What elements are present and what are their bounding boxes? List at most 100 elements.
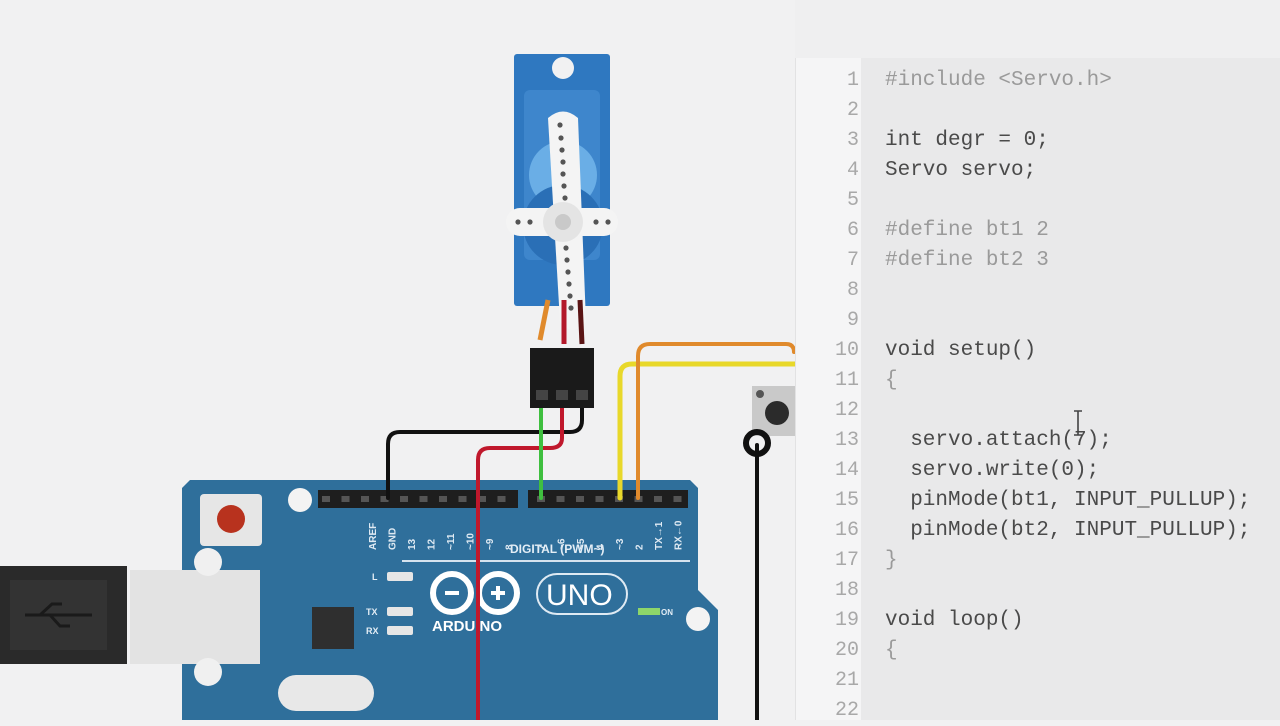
code-line[interactable]: 11{	[795, 366, 1280, 396]
code-text: servo.attach(7);	[885, 429, 1112, 452]
code-line[interactable]: 20{	[795, 636, 1280, 666]
crystal	[278, 675, 374, 711]
code-text: void loop()	[885, 609, 1024, 632]
line-number: 16	[834, 519, 859, 542]
code-text: }	[885, 549, 898, 572]
code-line[interactable]: 15 pinMode(bt1, INPUT_PULLUP);	[795, 486, 1280, 516]
line-number: 9	[846, 309, 859, 332]
code-text: #define bt2 3	[885, 249, 1049, 272]
pin-label: ~9	[485, 538, 496, 550]
line-number: 13	[834, 429, 859, 452]
line-number: 21	[834, 669, 859, 692]
header-pin[interactable]	[673, 496, 682, 502]
reset-button[interactable]	[200, 494, 262, 546]
pin-header-right[interactable]	[528, 490, 688, 508]
wire-power[interactable]	[476, 402, 564, 720]
line-number: 8	[846, 279, 859, 302]
horn-hole	[557, 122, 563, 128]
header-pin[interactable]	[341, 496, 350, 502]
usb-cable[interactable]	[0, 548, 260, 686]
code-line[interactable]: 8	[795, 276, 1280, 306]
header-pin[interactable]	[654, 496, 662, 502]
code-line[interactable]: 2	[795, 96, 1280, 126]
code-line[interactable]: 13 servo.attach(7);	[795, 426, 1280, 456]
header-pin[interactable]	[322, 496, 330, 502]
horn-hole	[593, 219, 599, 225]
header-pin[interactable]	[361, 496, 369, 502]
header-pin[interactable]	[380, 496, 389, 502]
mounting-hole	[288, 488, 312, 512]
pin-header-left[interactable]	[318, 490, 518, 508]
wire-button-yellow[interactable]	[617, 361, 795, 501]
header-pin[interactable]	[419, 496, 428, 502]
horn-hole	[563, 245, 569, 251]
code-line[interactable]: 7 #define bt2 3	[795, 246, 1280, 276]
header-pin[interactable]	[458, 496, 467, 502]
header-pin[interactable]	[595, 496, 604, 502]
horn-hole	[566, 281, 572, 287]
header-pin[interactable]	[478, 496, 486, 502]
micro-servo[interactable]	[506, 54, 618, 408]
digital-header-label: DIGITAL (PWM~)	[510, 542, 605, 556]
line-number: 12	[834, 399, 859, 422]
led-label-l: L	[372, 572, 378, 582]
pin-label: ~5	[576, 538, 587, 550]
code-line[interactable]: 19 void loop()	[795, 606, 1280, 636]
code-text: {	[885, 369, 898, 392]
code-line[interactable]: 12	[795, 396, 1280, 426]
code-line[interactable]: 9	[795, 306, 1280, 336]
pushbutton[interactable]	[743, 386, 795, 457]
code-area[interactable]	[861, 58, 1280, 720]
horn-hole	[562, 195, 568, 201]
pin-label: 4	[596, 544, 607, 550]
wire-button-orange[interactable]	[636, 342, 795, 500]
code-line[interactable]: 16 pinMode(bt2, INPUT_PULLUP);	[795, 516, 1280, 546]
header-pin[interactable]	[556, 496, 565, 502]
header-pin[interactable]	[439, 496, 447, 502]
code-text: void setup()	[885, 339, 1037, 362]
line-number: 7	[846, 249, 859, 272]
editor-toolbar	[795, 0, 1280, 58]
code-line[interactable]: 17}	[795, 546, 1280, 576]
line-number: 1	[846, 69, 859, 92]
pin-label: AREF	[368, 523, 379, 550]
code-line[interactable]: 6#define bt1 2	[795, 216, 1280, 246]
line-number: 19	[834, 609, 859, 632]
code-text: #define bt1 2	[885, 219, 1049, 242]
code-text: Servo servo;	[885, 159, 1037, 182]
line-number: 2	[846, 99, 859, 122]
pin-label: ~6	[557, 538, 568, 550]
horn-hole	[567, 293, 573, 299]
code-line[interactable]: 18	[795, 576, 1280, 606]
wire-ground[interactable]	[386, 402, 584, 500]
arduino-logo: ARDUINO	[430, 571, 520, 635]
led-label-tx: TX	[366, 607, 378, 617]
code-line[interactable]: 1#include <Servo.h>	[795, 66, 1280, 96]
servo-horn[interactable]	[506, 111, 618, 331]
status-leds: L TX RX	[366, 572, 413, 636]
mounting-hole	[686, 607, 710, 631]
line-number-gutter	[795, 58, 862, 720]
code-text: {	[885, 639, 898, 662]
pin-label: ~3	[615, 538, 626, 550]
pin-label: 13	[407, 538, 418, 550]
header-pin[interactable]	[576, 496, 584, 502]
code-line[interactable]: 22	[795, 696, 1280, 726]
header-pin[interactable]	[497, 496, 506, 502]
code-line[interactable]: 14 servo.write(0);	[795, 456, 1280, 486]
code-line[interactable]: 5	[795, 186, 1280, 216]
line-number: 18	[834, 579, 859, 602]
code-line[interactable]: 21	[795, 666, 1280, 696]
pin-label: 8	[505, 544, 516, 550]
horn-hole	[559, 147, 565, 153]
horn-hole	[568, 305, 574, 311]
usb-icon	[25, 602, 92, 628]
pin-label: 2	[635, 544, 646, 550]
header-pin[interactable]	[400, 496, 408, 502]
